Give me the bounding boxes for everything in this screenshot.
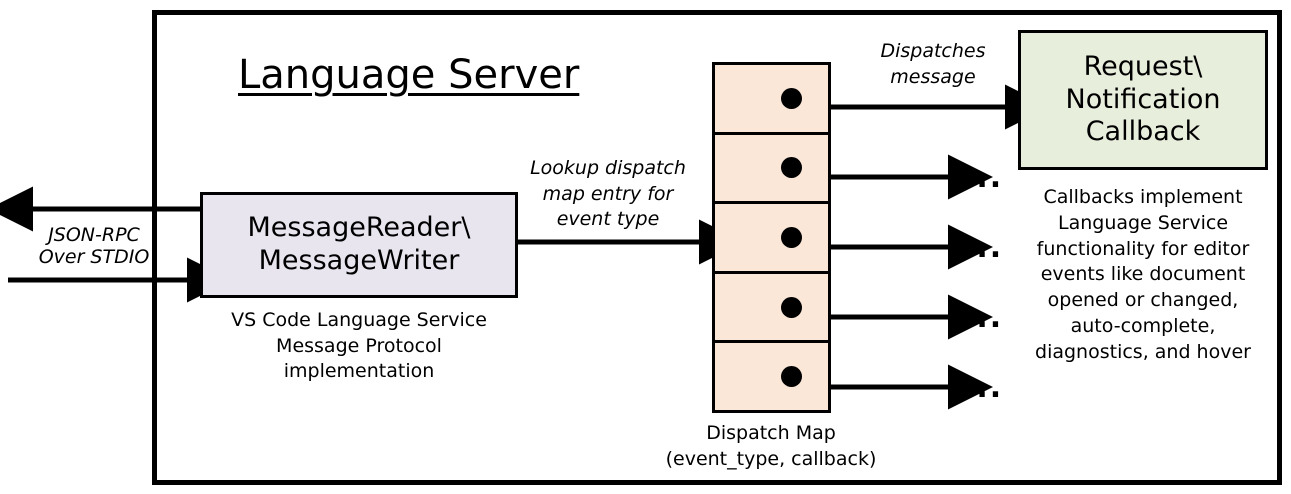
dispatch-map-row[interactable] — [715, 135, 828, 205]
ellipsis-marker: ... — [963, 370, 1004, 405]
dispatch-map-row[interactable] — [715, 204, 828, 274]
dispatch-entry-dot-icon — [781, 366, 802, 388]
ellipsis-marker: ... — [963, 300, 1004, 335]
request-notification-callback-node[interactable]: Request\ Notification Callback — [1018, 30, 1268, 170]
message-reader-writer-node[interactable]: MessageReader\ MessageWriter — [200, 192, 518, 298]
dispatch-map-caption: Dispatch Map (event_type, callback) — [665, 422, 877, 470]
language-server-boundary — [152, 10, 1282, 485]
ellipsis-marker: ... — [963, 160, 1004, 195]
dispatch-entry-dot-icon — [781, 296, 802, 318]
dispatch-entry-dot-icon — [781, 226, 802, 248]
dispatch-map-table[interactable] — [712, 62, 831, 413]
dispatch-map-row[interactable] — [715, 274, 828, 344]
dispatch-entry-dot-icon — [781, 157, 802, 179]
ellipsis-marker: ... — [963, 230, 1004, 265]
dispatch-edge-label: Dispatches message — [880, 40, 986, 88]
message-reader-writer-label: MessageReader\ MessageWriter — [247, 212, 471, 276]
message-reader-writer-caption: VS Code Language Service Message Protoco… — [231, 309, 487, 383]
callback-description-caption: Callbacks implement Language Service fun… — [1035, 186, 1251, 363]
request-notification-callback-label: Request\ Notification Callback — [1065, 50, 1221, 148]
page-title: Language Server — [238, 52, 580, 98]
lookup-edge-label: Lookup dispatch map entry for event type — [530, 157, 686, 231]
jsonrpc-transport-label: JSON-RPC Over STDIO — [38, 224, 150, 269]
dispatch-map-row[interactable] — [715, 343, 828, 410]
dispatch-map-row[interactable] — [715, 65, 828, 135]
dispatch-entry-dot-icon — [781, 87, 802, 109]
